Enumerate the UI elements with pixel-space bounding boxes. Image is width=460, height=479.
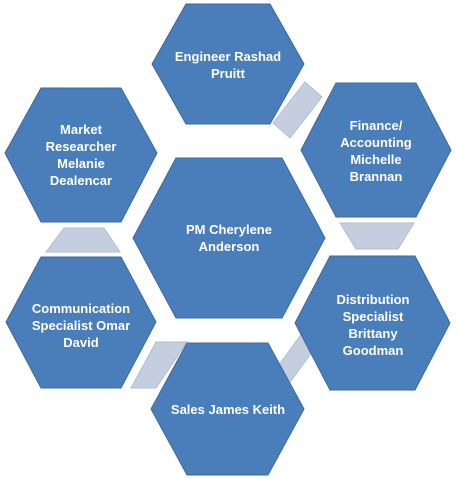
connector-engineer-finance (272, 81, 323, 139)
hexagon-engineer (151, 3, 305, 125)
hexagon-distribution (294, 255, 451, 391)
role-label-sales: Sales James Keith (170, 401, 286, 417)
role-label-distribution: Distribution Specialist Brittany Goodman (336, 292, 410, 358)
hexagon-finance (300, 82, 452, 218)
connector-sales-communication (130, 341, 188, 389)
hexagon-center (132, 157, 326, 319)
hexagon-market (4, 87, 158, 223)
connector-communication-market (45, 227, 121, 253)
role-label-communication: Communication Specialist Omar David (31, 300, 131, 350)
hexagon-sales (150, 342, 305, 476)
role-label-engineer: Engineer Rashad Pruitt (174, 49, 282, 81)
connector-finance-distribution (339, 222, 415, 250)
role-label-market: Market Researcher Melanie Dealencar (45, 122, 117, 188)
role-label-finance: Finance/ Accounting Michelle Brannan (340, 118, 412, 184)
center-role-label: PM Cherylene Anderson (186, 222, 272, 254)
hexagon-communication (5, 256, 157, 389)
